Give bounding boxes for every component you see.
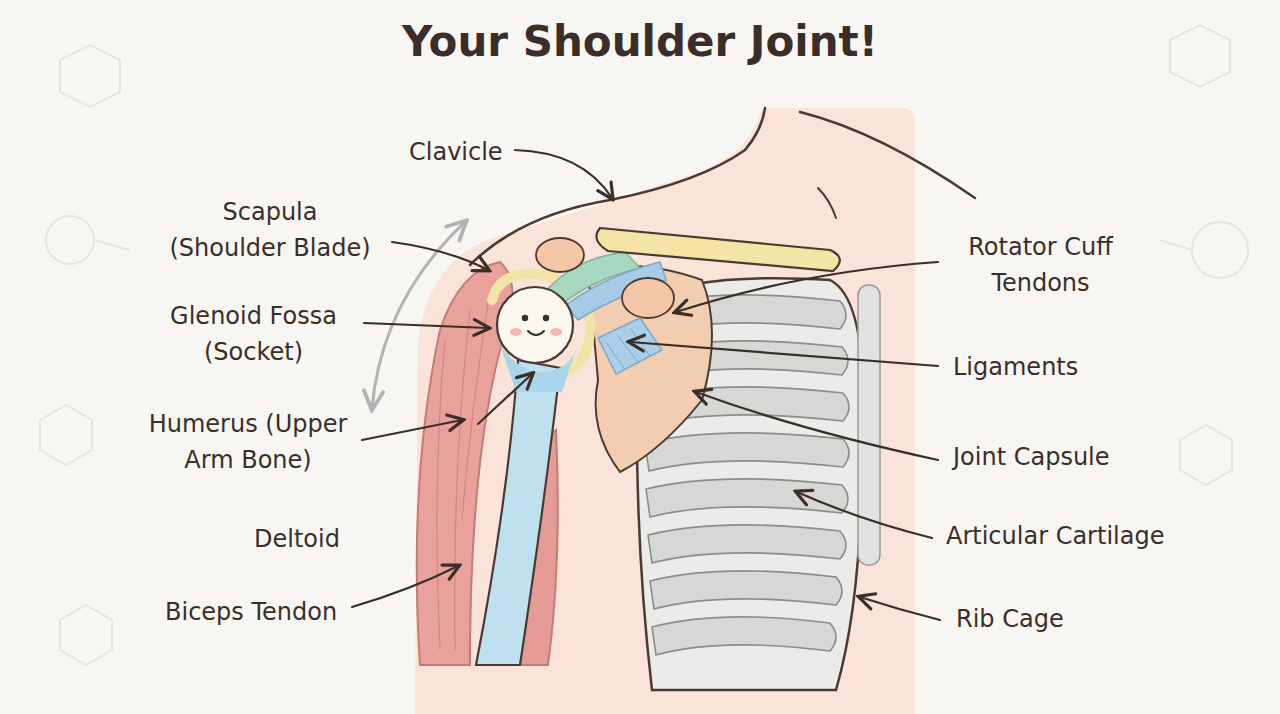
part-label: Rib Cage (956, 601, 1064, 637)
smile (528, 331, 544, 335)
neck-outline (800, 112, 975, 198)
coracoid (622, 278, 674, 318)
part-label: Humerus (Upper Arm Bone) (136, 406, 360, 478)
ligament-fibres (606, 328, 650, 368)
eye (522, 315, 528, 321)
part-label: Joint Capsule (953, 439, 1110, 475)
humeral-head (497, 287, 573, 363)
title: Your Shoulder Joint! (402, 16, 878, 68)
part-label: Clavicle (409, 134, 503, 170)
part-label: Deltoid (254, 521, 340, 557)
blush (550, 328, 562, 336)
blush (510, 328, 522, 336)
part-label: Biceps Tendon (165, 594, 337, 630)
body-silhouette (415, 108, 915, 714)
part-label: Articular Cartilage (946, 518, 1164, 554)
part-label: Rotator Cuff Tendons (965, 229, 1116, 301)
eye (543, 315, 549, 321)
acromion (536, 238, 584, 272)
ligament (598, 318, 662, 374)
humerus (476, 360, 560, 665)
leader-lines (352, 150, 940, 620)
clavicle (596, 228, 839, 271)
muscle-fibres (437, 290, 490, 650)
motion-arrow (372, 222, 465, 408)
part-label: Ligaments (953, 349, 1078, 385)
part-label: Scapula (Shoulder Blade) (166, 194, 374, 266)
neck-outline (818, 188, 836, 218)
part-label: Glenoid Fossa (Socket) (167, 298, 340, 370)
